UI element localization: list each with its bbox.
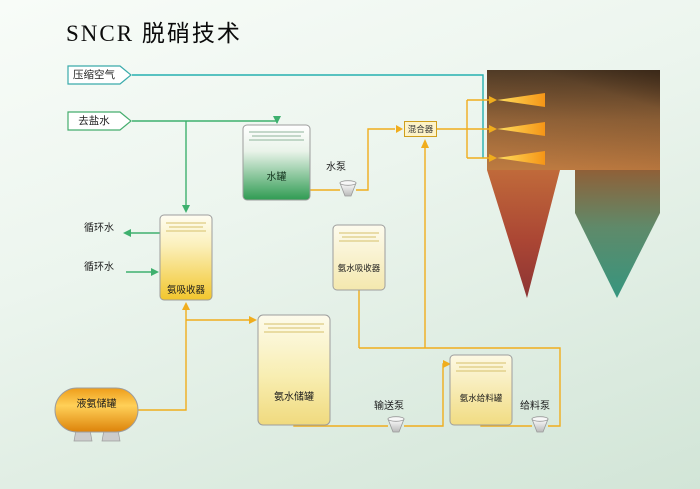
liquid-ammonia-tank — [54, 387, 139, 433]
ammonia-water-absorber-surface-lines — [339, 232, 379, 242]
ammonia-water-feed-tank — [449, 354, 513, 426]
arrow-into-mixer-bottom — [421, 139, 429, 148]
ammonia-water-storage-tank-label: 氨水储罐 — [274, 392, 314, 403]
pipe-feedpump-return — [359, 347, 561, 427]
compressed-air-banner — [67, 65, 132, 85]
water-tank — [242, 124, 311, 201]
water-tank-label: 水罐 — [266, 172, 287, 183]
ammonia-absorber-surface-lines — [166, 222, 206, 232]
pipe-pump-to-mixer — [356, 128, 395, 191]
circulating-water-out-label: 循环水 — [84, 223, 114, 234]
arrow-nozzle-middle — [489, 125, 497, 133]
injection-spray-middle — [497, 122, 545, 136]
injection-spray-bottom — [497, 151, 545, 165]
ammonia-water-absorber — [332, 224, 386, 291]
water-pump-icon — [339, 180, 357, 197]
arrow-into-watertank — [273, 116, 281, 124]
boiler-furnace-hopper — [487, 170, 560, 298]
tanks — [54, 124, 513, 442]
feed-tank-surface-lines — [456, 362, 506, 372]
transfer-pump-icon — [387, 416, 405, 433]
pipe-transferpump-to-feedtank — [404, 363, 444, 427]
desalted-water-banner — [67, 111, 132, 131]
ammonia-water-absorber-label: 氨水吸收器 — [337, 263, 381, 273]
boiler-furnace-shade — [487, 70, 660, 170]
water-tank-surface-lines — [249, 131, 304, 141]
compressed-air-label: 压缩空气 — [73, 69, 115, 81]
injection-spray-top — [497, 93, 545, 107]
ammonia-absorber — [159, 214, 213, 301]
arrow-into-mixer-left — [396, 125, 403, 133]
arrowheads — [123, 96, 497, 368]
ammonia-water-feed-tank-label: 氨水给料罐 — [459, 393, 503, 403]
arrow-circwater-out — [123, 229, 131, 237]
ammonia-water-storage-tank — [257, 314, 331, 426]
water-pump-label: 水泵 — [326, 162, 346, 173]
desalted-water-label: 去盐水 — [78, 115, 110, 127]
feed-pump-icon — [531, 416, 549, 433]
arrow-nozzle-bottom — [489, 154, 497, 162]
circulating-water-in-label: 循环水 — [84, 262, 114, 273]
boiler-backpass — [575, 170, 660, 298]
pipe-desalted-water — [132, 120, 278, 123]
diagram-title: SNCR 脱硝技术 — [66, 21, 242, 46]
ammonia-absorber-label: 氨吸收器 — [166, 285, 205, 296]
feed-pump-label: 给料泵 — [520, 401, 550, 412]
arrow-into-absorber-bottom — [182, 302, 190, 310]
storage-tank-surface-lines — [264, 323, 324, 333]
pipe-liquid-ammonia — [138, 304, 187, 411]
mixer-box: 混合器 — [404, 121, 437, 137]
arrow-into-feed-tank — [443, 360, 451, 368]
pipe-compressed-air — [132, 74, 484, 158]
arrow-circwater-in — [151, 268, 159, 276]
liquid-ammonia-tank-label: 液氨储罐 — [76, 399, 117, 410]
transfer-pump-label: 输送泵 — [374, 401, 404, 412]
arrow-into-storage-tank — [249, 316, 257, 324]
arrow-into-absorber-top — [182, 205, 190, 213]
arrow-nozzle-top — [489, 96, 497, 104]
boiler — [487, 70, 660, 298]
